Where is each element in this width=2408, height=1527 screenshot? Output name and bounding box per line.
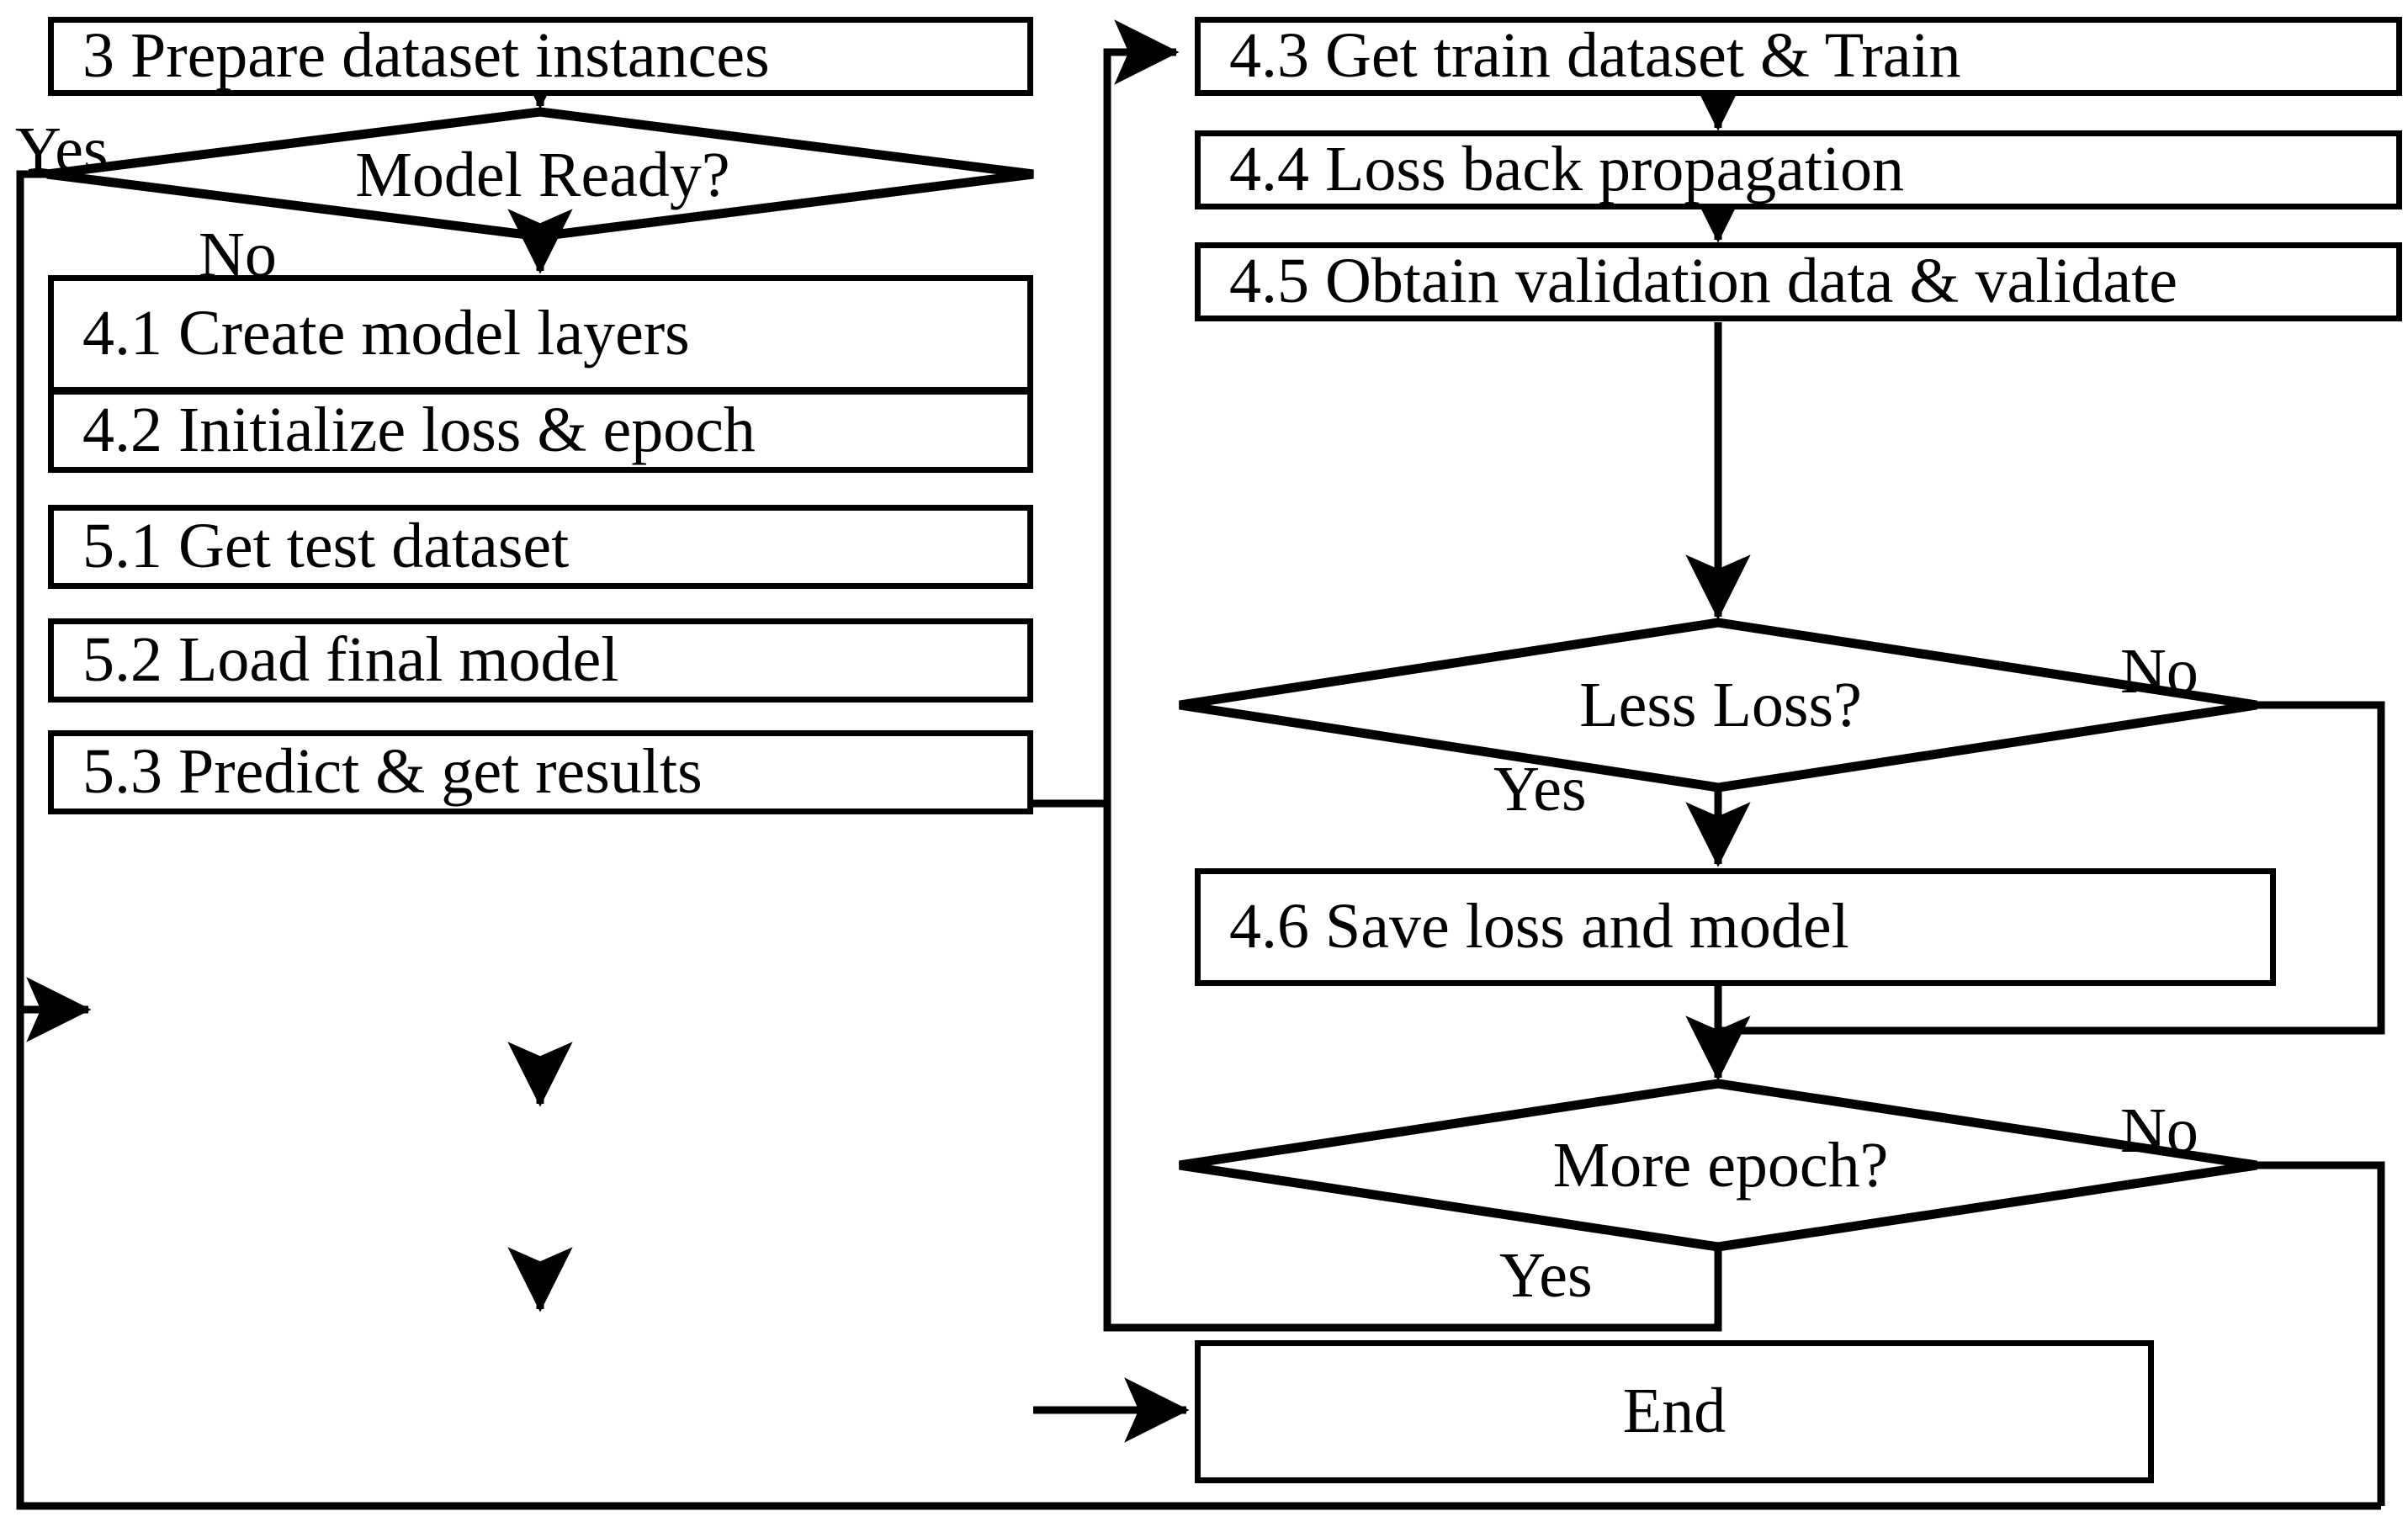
decision-model-ready-shape bbox=[46, 107, 1034, 241]
node-save-loss-model[interactable]: 4.6 Save loss and model bbox=[1195, 868, 2276, 986]
node-get-test-dataset-label: 5.1 Get test dataset bbox=[82, 511, 570, 582]
edge-left-rail-bottom bbox=[16, 1010, 2381, 1510]
node-obtain-validate-label: 4.5 Obtain validation data & validate bbox=[1229, 246, 2178, 317]
label-more-epoch-yes: Yes bbox=[1499, 1240, 1593, 1311]
node-init-loss-epoch[interactable]: 4.2 Initialize loss & epoch bbox=[48, 389, 1033, 473]
edge-lessloss-no-rail bbox=[1718, 701, 2385, 1035]
node-end[interactable]: End bbox=[1195, 1340, 2154, 1483]
edge-more-epoch-yes-rail bbox=[1103, 803, 1722, 1332]
node-get-train-train-label: 4.3 Get train dataset & Train bbox=[1229, 20, 1961, 92]
edge-modelready-yes-rail bbox=[16, 170, 47, 1010]
node-save-loss-model-label: 4.6 Save loss and model bbox=[1229, 891, 1849, 962]
decision-less-loss-shape bbox=[1179, 618, 2257, 793]
node-load-final-model-label: 5.2 Load final model bbox=[82, 624, 619, 696]
label-more-epoch-no: No bbox=[2120, 1095, 2198, 1166]
node-prepare-dataset-label: 3 Prepare dataset instances bbox=[82, 20, 770, 92]
node-get-test-dataset[interactable]: 5.1 Get test dataset bbox=[48, 505, 1033, 589]
edge-42-to-43-rail bbox=[1033, 19, 1180, 808]
node-create-layers[interactable]: 4.1 Create model layers bbox=[48, 275, 1033, 393]
node-load-final-model[interactable]: 5.2 Load final model bbox=[48, 618, 1033, 703]
node-obtain-validate[interactable]: 4.5 Obtain validation data & validate bbox=[1195, 242, 2402, 321]
node-predict-results[interactable]: 5.3 Predict & get results bbox=[48, 730, 1033, 814]
edge-moreepoch-no-rail bbox=[2257, 1161, 2385, 1506]
node-prepare-dataset[interactable]: 3 Prepare dataset instances bbox=[48, 17, 1033, 96]
label-less-loss-no: No bbox=[2120, 636, 2198, 707]
decision-more-epoch-shape bbox=[1179, 1079, 2257, 1252]
node-loss-backprop[interactable]: 4.4 Loss back propagation bbox=[1195, 130, 2402, 209]
node-end-label: End bbox=[1622, 1376, 1726, 1447]
node-init-loss-epoch-label: 4.2 Initialize loss & epoch bbox=[82, 395, 756, 466]
node-get-train-train[interactable]: 4.3 Get train dataset & Train bbox=[1195, 17, 2402, 96]
node-create-layers-label: 4.1 Create model layers bbox=[82, 298, 690, 369]
label-less-loss-yes: Yes bbox=[1493, 754, 1587, 824]
node-predict-results-label: 5.3 Predict & get results bbox=[82, 736, 703, 808]
label-model-ready-yes: Yes bbox=[15, 114, 109, 185]
node-loss-backprop-label: 4.4 Loss back propagation bbox=[1229, 134, 1905, 205]
